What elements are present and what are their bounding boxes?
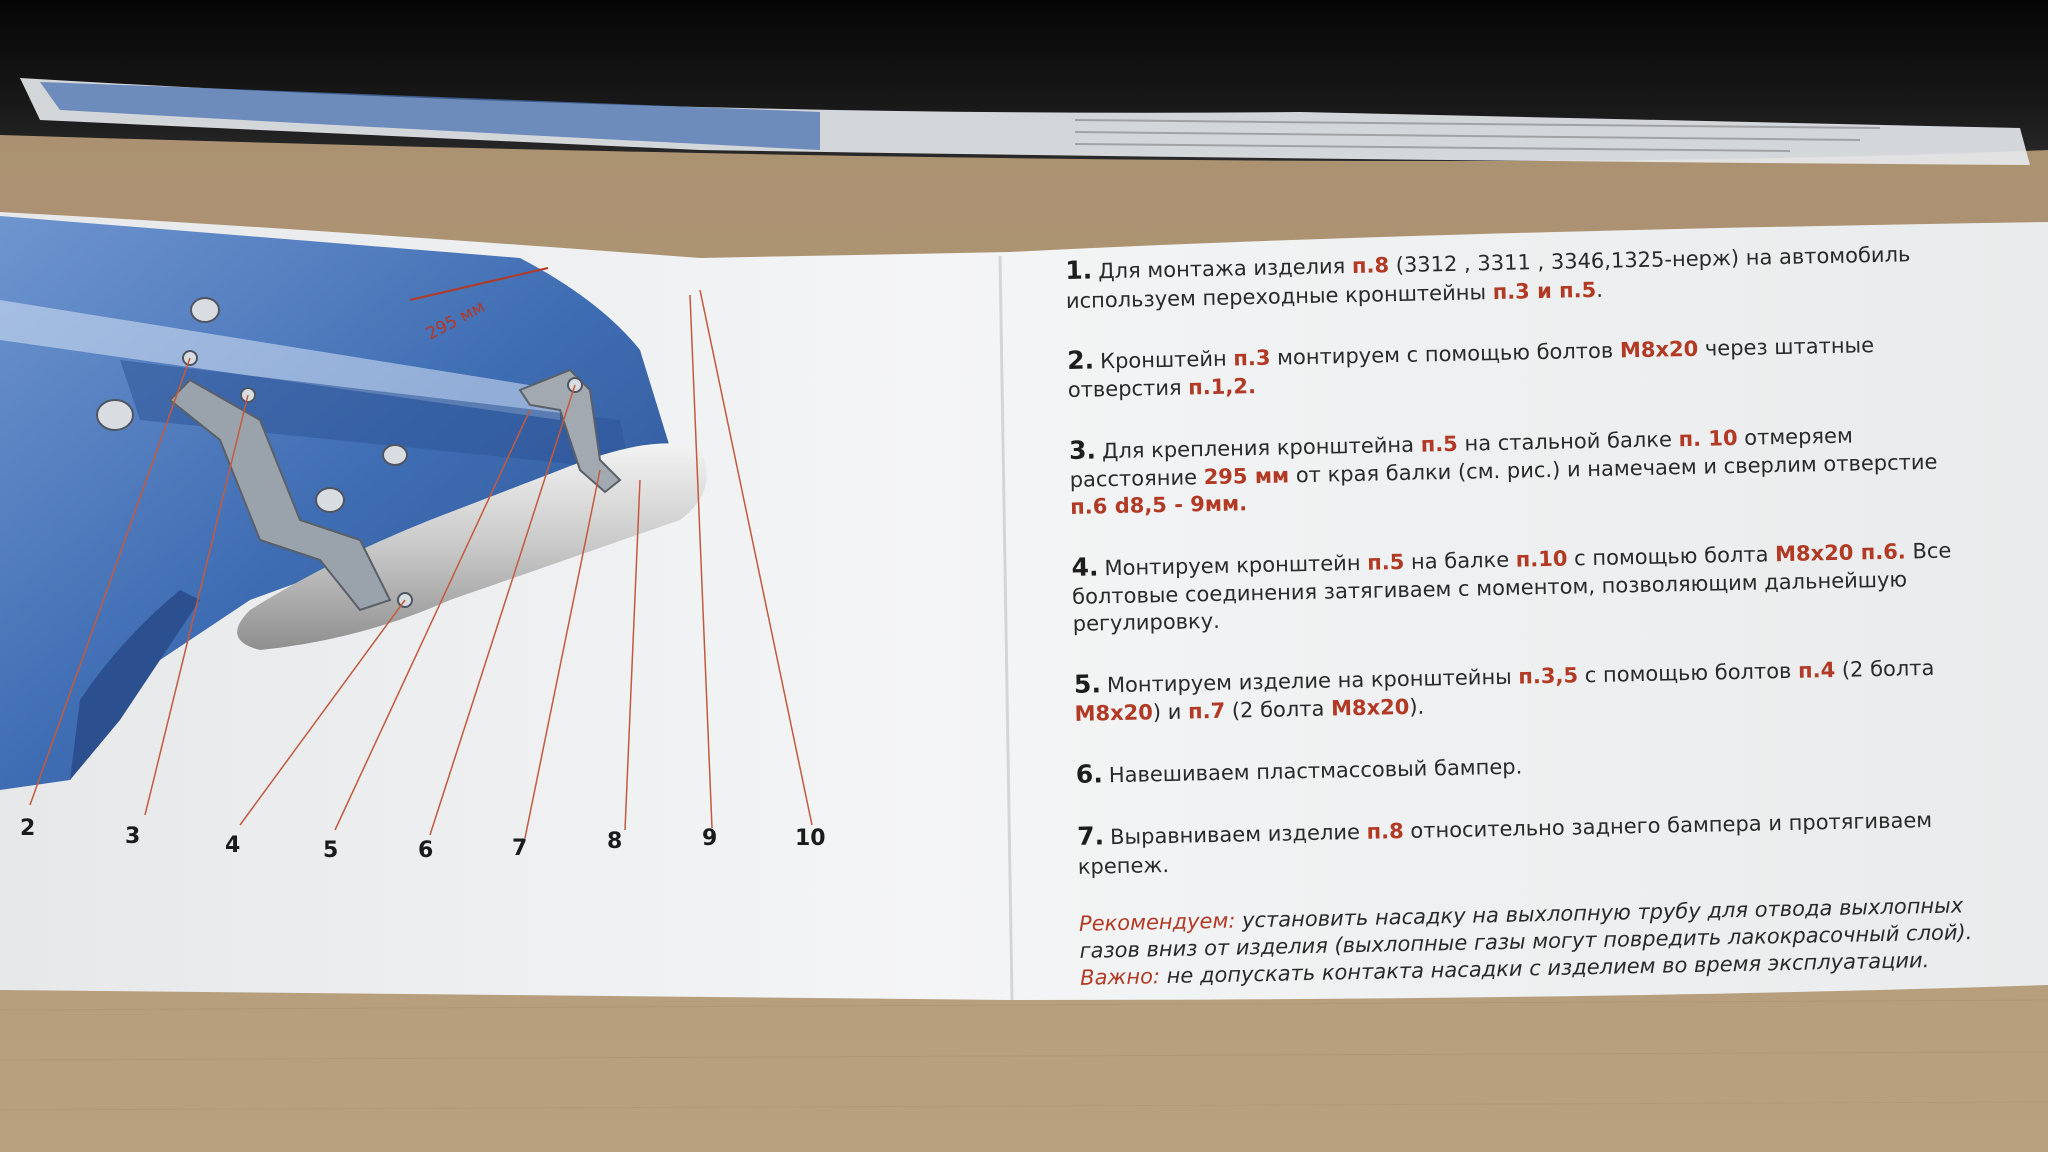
step-highlight: п.6 d8,5 - 9мм. <box>1070 491 1248 520</box>
step-3: 3.Для крепления кронштейна п.5 на стальн… <box>1069 416 1971 522</box>
beam-highlight <box>0 300 560 420</box>
step-number: 1. <box>1065 255 1093 285</box>
step-text: Кронштейн <box>1099 346 1234 374</box>
step-highlight: п.5 <box>1366 549 1405 575</box>
step-text: с помощью болтов <box>1577 658 1799 688</box>
dimension-line <box>409 267 549 301</box>
installation-illustration: 295 мм <box>0 216 707 790</box>
callout-10: 10 <box>795 826 826 851</box>
recommendation-label: Рекомендуем: <box>1078 908 1236 936</box>
step-highlight: п.3 и п.5 <box>1492 277 1597 304</box>
step-2: 2.Кронштейн п.3 монтируем с помощью болт… <box>1067 326 1968 405</box>
background-sheet-illustration <box>40 82 820 150</box>
step-highlight: п. 10 <box>1678 425 1738 451</box>
step-highlight: п.5 <box>1420 431 1459 457</box>
step-text: на стальной балке <box>1457 426 1679 456</box>
background-sheet <box>20 78 2030 165</box>
step-text: на балке <box>1404 547 1517 574</box>
holes-and-bolts <box>96 297 583 608</box>
step-number: 5. <box>1073 669 1102 699</box>
callout-4: 4 <box>225 833 240 858</box>
step-text: ) и <box>1152 699 1189 725</box>
step-highlight: п.3 <box>1233 345 1271 371</box>
step-text: ). <box>1409 694 1425 720</box>
step-highlight: 295 мм <box>1203 463 1290 490</box>
step-7: 7.Выравниваем изделие п.8 относительно з… <box>1077 802 1978 881</box>
important-label: Важно: <box>1079 964 1161 991</box>
step-highlight: п.8 <box>1351 253 1390 278</box>
step-6: 6.Навешиваем пластмассовый бампер. <box>1076 740 1976 791</box>
callout-2: 2 <box>20 816 35 841</box>
bracket-left <box>168 378 392 612</box>
step-text: Для крепления кронштейна <box>1101 432 1421 463</box>
step-highlight: М8х20 п.6. <box>1774 539 1907 566</box>
step-5: 5.Монтируем изделие на кронштейны п.3,5 … <box>1074 650 1975 729</box>
callout-numbers: 2 3 4 5 6 7 8 9 10 <box>20 816 826 863</box>
callout-8: 8 <box>607 829 622 854</box>
step-4: 4.Монтируем кронштейн п.5 на балке п.10 … <box>1071 533 1973 639</box>
step-number: 6. <box>1075 758 1104 789</box>
step-text: Монтируем кронштейн <box>1104 550 1368 580</box>
step-highlight: п.3,5 <box>1518 663 1579 689</box>
step-text: Навешиваем пластмассовый бампер. <box>1108 754 1523 787</box>
step-text: . <box>1595 277 1604 302</box>
underbody-shadow <box>70 590 200 780</box>
step-text: (2 болта <box>1224 696 1332 724</box>
step-text: Выравниваем изделие <box>1109 819 1367 850</box>
step-number: 3. <box>1068 434 1097 465</box>
step-highlight: п.10 <box>1515 546 1568 572</box>
step-number: 4. <box>1071 552 1099 582</box>
callout-6: 6 <box>418 838 433 863</box>
step-text: (2 болта <box>1834 655 1935 682</box>
callout-9: 9 <box>702 826 717 851</box>
cardboard-texture <box>0 999 2048 1111</box>
step-text: монтируем с помощью болтов <box>1270 338 1621 370</box>
callout-5: 5 <box>323 838 338 863</box>
background-sheet-text <box>1074 119 1881 152</box>
step-highlight: п.8 <box>1366 819 1404 844</box>
step-highlight: п.7 <box>1187 699 1226 724</box>
step-text: Монтируем изделие на кронштейны <box>1106 664 1519 697</box>
step-number: 2. <box>1066 345 1095 375</box>
leader-lines <box>29 289 813 839</box>
sheet-fold <box>998 255 1014 1001</box>
step-number: 7. <box>1076 821 1105 851</box>
callout-7: 7 <box>512 836 527 861</box>
step-highlight: М8х20 <box>1074 700 1154 727</box>
step-highlight: п.1,2. <box>1188 374 1257 400</box>
step-text: с помощью болта <box>1567 541 1776 571</box>
callout-3: 3 <box>125 824 140 849</box>
step-highlight: М8х20 <box>1330 695 1410 721</box>
step-highlight: п.4 <box>1797 657 1836 683</box>
step-text: Для монтажа изделия <box>1098 253 1353 284</box>
step-highlight: М8х20 <box>1619 336 1699 363</box>
instructions-text: 1.Для монтажа изделия п.8 (3312 , 3311 ,… <box>1065 236 1980 992</box>
